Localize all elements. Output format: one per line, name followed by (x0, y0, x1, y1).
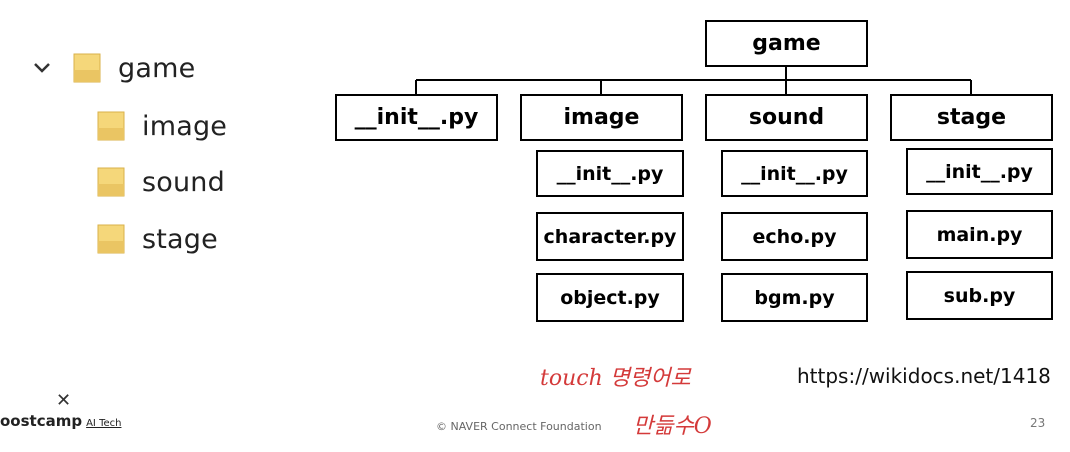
tree-label-game: game (118, 52, 196, 84)
node-image-init: __init__.py (536, 150, 684, 197)
node-sound-init: __init__.py (721, 150, 868, 197)
node-echo: echo.py (721, 212, 868, 261)
tree-item-image[interactable]: image (96, 104, 227, 148)
reference-url[interactable]: https://wikidocs.net/1418 (797, 364, 1051, 388)
handwritten-note-line1: touch 명령어로 (540, 366, 691, 391)
chevron-down-icon[interactable] (30, 56, 54, 80)
footer-copyright: © NAVER Connect Foundation (436, 420, 602, 433)
brand-name: oostcamp (0, 412, 83, 430)
folder-icon (73, 53, 101, 83)
tree-label-stage: stage (142, 223, 218, 255)
node-game: game (705, 20, 868, 67)
node-character: character.py (536, 212, 684, 261)
node-main: main.py (906, 210, 1053, 259)
close-x-icon: ✕ (56, 390, 72, 410)
node-stage: stage (890, 94, 1053, 141)
folder-icon (97, 111, 125, 141)
node-sound: sound (705, 94, 868, 141)
handwritten-note-line2: 만듦수O (633, 414, 712, 439)
page-number: 23 (1030, 416, 1046, 430)
folder-icon (97, 167, 125, 197)
tree-item-stage[interactable]: stage (96, 217, 218, 261)
node-sub: sub.py (906, 271, 1053, 320)
tree-item-sound[interactable]: sound (96, 160, 225, 204)
tree-item-game[interactable]: game (30, 46, 195, 90)
tree-label-image: image (142, 110, 228, 142)
tree-label-sound: sound (142, 166, 225, 198)
node-stage-init: __init__.py (906, 148, 1053, 195)
node-bgm: bgm.py (721, 273, 868, 322)
brand-sub: AI Tech (86, 418, 122, 429)
node-image: image (520, 94, 683, 141)
folder-icon (97, 224, 125, 254)
node-object: object.py (536, 273, 684, 322)
node-init-root: __init__.py (335, 94, 498, 141)
